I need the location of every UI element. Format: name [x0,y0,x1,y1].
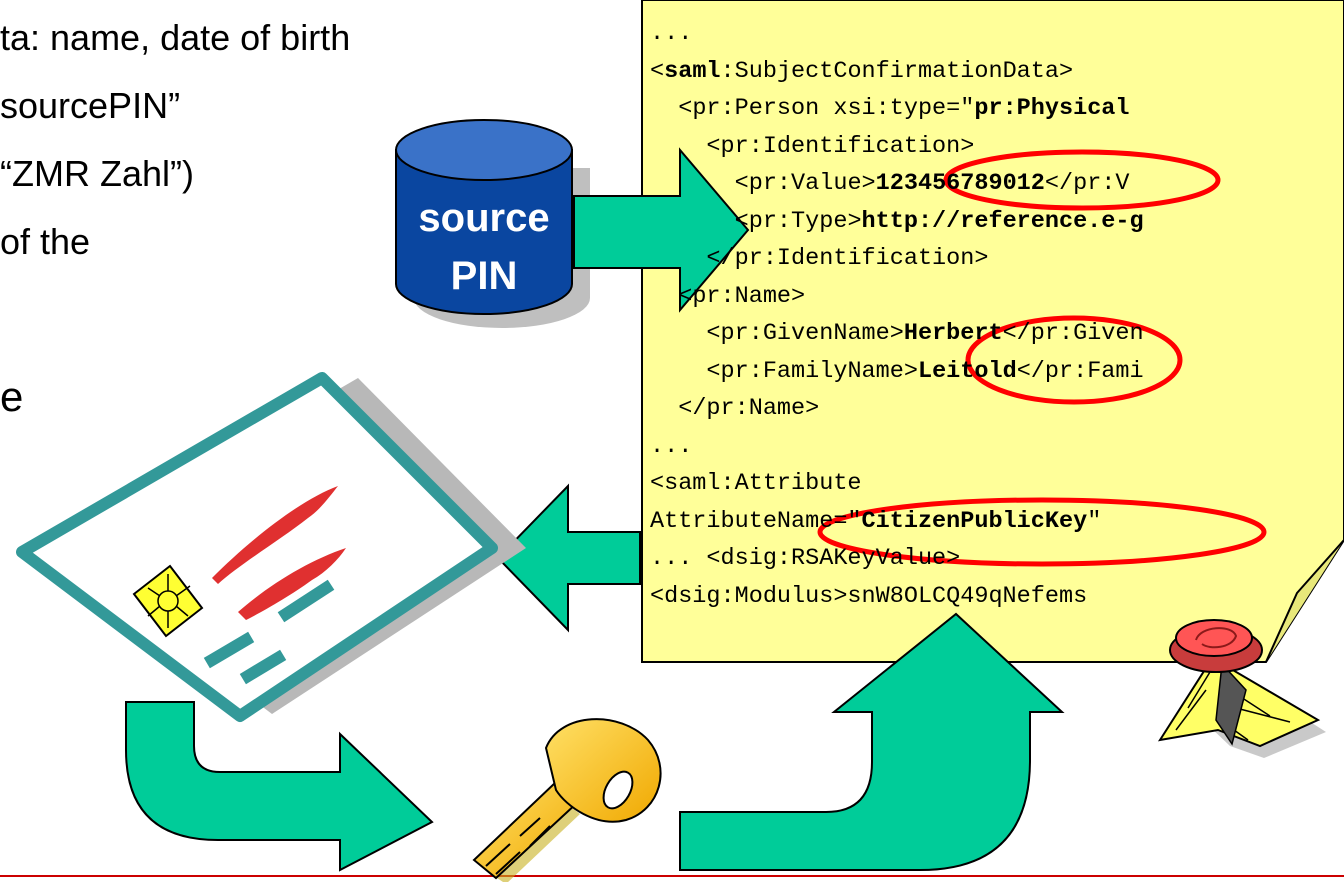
xml-indent [650,320,706,347]
database-label-line2: PIN [450,254,518,298]
smart-card-icon [16,372,526,722]
xml-code-line: <pr:Person xsi:type="pr:Physical [650,95,1130,122]
xml-code-line: ... [650,432,693,460]
xml-bold-value: http://reference.e-g [861,207,1144,235]
xml-code-line: <pr:Name> [650,282,806,310]
xml-markup: ... [650,432,693,460]
xml-markup: <pr:Type> [734,207,862,235]
xml-bold-value: Leitold [917,357,1017,385]
xml-code-line: </pr:Identification> [650,247,988,271]
left-arrow-icon [496,483,641,633]
footer-rule [0,875,1344,877]
xml-bold-value: saml [664,57,721,85]
xml-indent [650,245,706,272]
highlight-ring-source-pin [943,149,1221,211]
highlight-ring-name [965,315,1183,405]
xml-code-line: <pr:FamilyName>Leitold</pr:Fami [650,357,1144,385]
xml-bold-value: Herbert [903,320,1003,347]
xml-code-line: ... <dsig:RSAKeyValue> [650,547,960,571]
xml-code-panel: ... <saml:SubjectConfirmationData> <pr:Pe… [642,0,1344,660]
key-icon [472,718,662,882]
xml-code-line: <pr:Type>http://reference.e-g [650,207,1144,235]
xml-bold-value: CitizenPublicKey [861,507,1088,535]
xml-indent [650,283,678,310]
xml-markup: </pr:V [1044,170,1130,197]
xml-bold-value: pr:Physical [974,95,1130,122]
xml-markup: <saml:Attribute [650,470,862,497]
highlight-rings [817,149,1267,567]
xml-markup: " [1087,507,1102,535]
seal-icon [1157,619,1326,758]
xml-code-line: <saml:SubjectConfirmationData> [650,57,1074,85]
xml-markup: <dsig:Modulus>snW8OLCQ49qNefems [650,582,1088,610]
xml-code-line: <dsig:Modulus>snW8OLCQ49qNefems [650,582,1088,610]
right-arrow-icon [573,147,750,313]
xml-indent [650,208,735,235]
xml-code-line: </pr:Name> [650,397,819,421]
xml-markup: <pr:Name> [678,282,806,310]
xml-markup: </pr:Given [1002,320,1144,347]
xml-code-line: <saml:Attribute [650,472,862,496]
xml-indent [650,358,706,385]
xml-markup: ... [650,20,693,47]
bullet-name-dob: ta: name, date of birth [0,17,351,58]
xml-markup: ... <dsig:RSAKeyValue> [650,545,961,572]
u-turn-arrow-icon [125,701,434,872]
xml-markup: <pr:Person xsi:type=" [678,95,975,122]
xml-markup: <pr:GivenName> [706,320,904,347]
xml-bold-value: 123456789012 [875,170,1045,197]
up-turn-arrow-icon [679,612,1065,871]
xml-markup: < [650,57,665,85]
xml-code-line: ... [650,22,692,46]
bullet-sourcepin: sourcePIN” [0,85,181,126]
bullet-fragment: e [0,373,24,420]
xml-markup: <pr:Value> [734,170,876,197]
bullet-zmr-zahl: “ZMR Zahl”) [0,153,194,194]
xml-markup: <pr:Identification> [706,132,975,160]
xml-markup: :SubjectConfirmationData> [720,57,1074,85]
xml-markup: </pr:Name> [678,395,820,422]
xml-markup: AttributeName=" [650,507,862,535]
xml-indent [650,95,678,122]
xml-markup: </pr:Fami [1016,357,1144,385]
xml-indent [650,133,706,160]
xml-markup: </pr:Identification> [706,245,989,272]
highlight-ring-public-key [817,497,1267,567]
xml-code-line: <pr:Value>123456789012</pr:V [650,172,1130,196]
xml-markup: <pr:FamilyName> [706,357,918,385]
database-icon [395,119,590,328]
bullet-of-the: of the [0,221,91,262]
xml-code-line: <pr:Identification> [650,132,975,160]
xml-code-line: AttributeName="CitizenPublicKey" [650,507,1102,535]
xml-indent [650,395,678,422]
xml-code-line: <pr:GivenName>Herbert</pr:Given [650,320,1144,347]
database-label-line1: source [418,196,550,240]
xml-indent [650,170,735,197]
